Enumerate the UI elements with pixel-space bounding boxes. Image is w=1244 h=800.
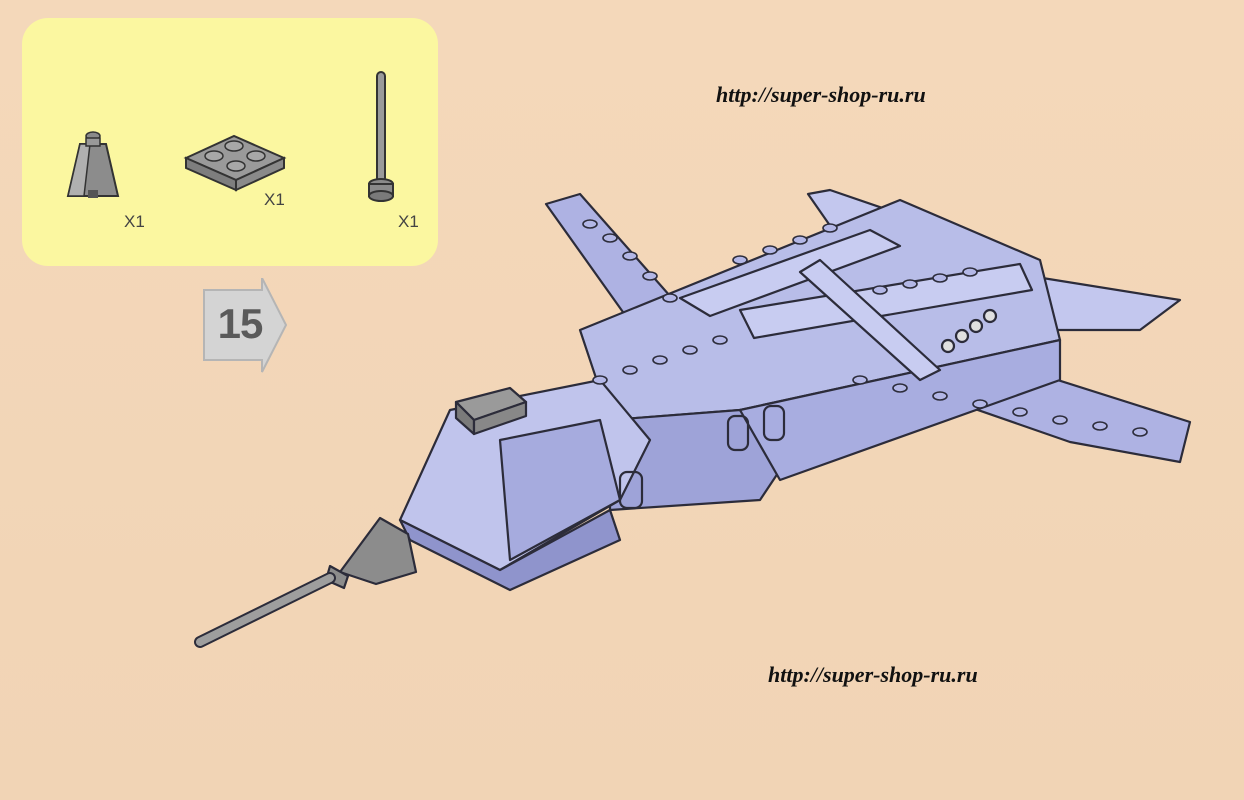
part-qty-antenna: X1 [398, 212, 419, 231]
step-arrow-badge [203, 278, 288, 373]
part-qty-slope: X1 [124, 212, 145, 231]
window [726, 414, 750, 452]
slope-brick-icon [66, 131, 120, 198]
watermark-url-top: http://super-shop-ru.ru [716, 82, 926, 107]
window [762, 404, 786, 442]
watermark-url-bottom: http://super-shop-ru.ru [768, 662, 978, 687]
antenna-icon [368, 71, 394, 202]
step-number: 15 [217, 300, 264, 347]
plate-2x2-icon [183, 134, 287, 192]
window [618, 470, 644, 510]
part-qty-plate: X1 [264, 190, 285, 209]
parts-callout: X1 X1 X1 [22, 18, 438, 266]
jet-model-illustration [194, 188, 1192, 648]
new-slope-part [338, 516, 418, 586]
